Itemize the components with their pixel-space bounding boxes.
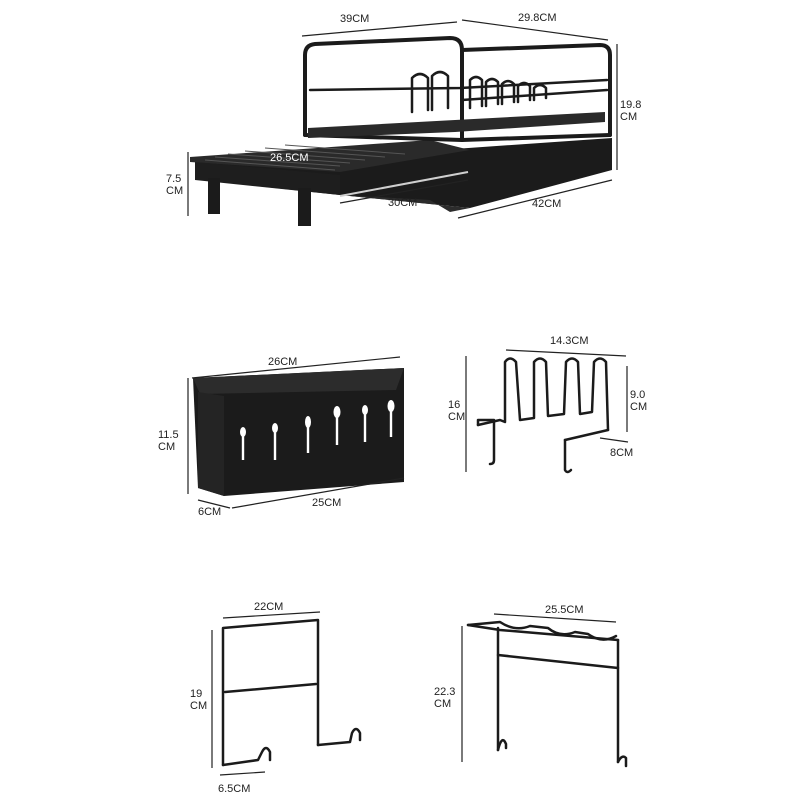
utensil-holder-dimensions [187, 356, 405, 509]
cup-holder-inner-height-number: 9.0 [630, 389, 645, 401]
pot-rack-illustration [466, 620, 628, 768]
cup-holder-depth-label: 8CM [610, 447, 633, 459]
utensil-holder-bottom-label: 25CM [312, 497, 341, 509]
utensil-holder-width-label: 26CM [268, 356, 297, 368]
dish-rack-tray-label: 26.5CM [270, 152, 309, 164]
board-rack-hook-label: 6.5CM [218, 783, 250, 795]
dish-rack-leg-label-number: 7.5 [166, 173, 181, 185]
pot-rack-height-label-number: 22.3 [434, 686, 455, 698]
cup-holder-height-label-unit: CM [448, 411, 465, 423]
utensil-holder-height-label-number: 11.5 [158, 429, 179, 441]
board-rack-dimensions [211, 611, 321, 776]
cup-holder-inner-height-unit: CM [630, 401, 647, 413]
utensil-holder-depth-label: 6CM [198, 506, 221, 518]
dish-rack-depth-label: 29.8CM [518, 12, 557, 24]
dish-rack-illustration [190, 36, 612, 226]
board-rack-width-label: 22CM [254, 601, 283, 613]
dish-rack-base-label: 42CM [532, 198, 561, 210]
pot-rack-dimensions [461, 613, 617, 762]
cup-holder-width-label: 14.3CM [550, 335, 589, 347]
cup-holder-dimensions [465, 349, 629, 472]
dish-rack-height-label-unit: CM [620, 111, 637, 123]
dish-rack-drawer-label: 30CM [388, 197, 417, 209]
utensil-holder-height-label-unit: CM [158, 441, 175, 453]
dish-rack-leg-label-unit: CM [166, 185, 183, 197]
dish-rack-width-label: 39CM [340, 13, 369, 25]
utensil-holder-illustration [193, 368, 404, 496]
pot-rack-height-label-unit: CM [434, 698, 451, 710]
pot-rack-width-label: 25.5CM [545, 604, 584, 616]
dish-rack-dimensions [187, 19, 618, 219]
board-rack-illustration [221, 618, 362, 767]
board-rack-height-label-unit: CM [190, 700, 207, 712]
board-rack-height-label-number: 19 [190, 688, 202, 700]
utensil-slot-icons [240, 400, 395, 460]
cup-holder-height-label-number: 16 [448, 399, 460, 411]
dish-rack-height-label-number: 19.8 [620, 99, 641, 111]
cup-holder-illustration [476, 357, 610, 474]
